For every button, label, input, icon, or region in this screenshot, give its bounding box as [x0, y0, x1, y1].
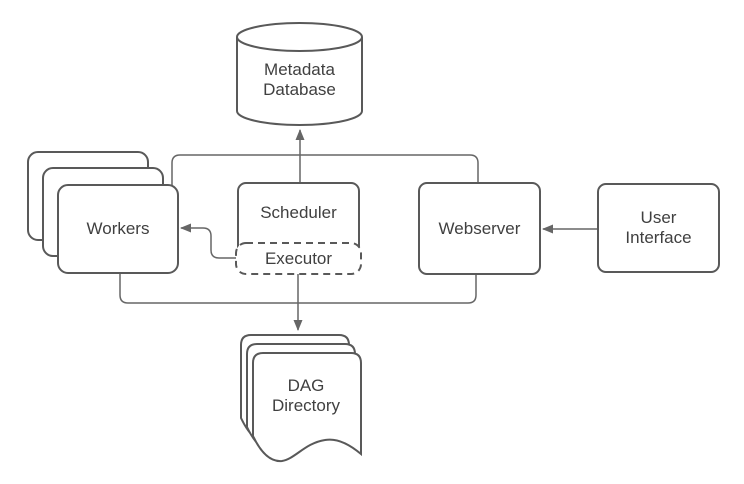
workers-stack	[27, 151, 179, 274]
webserver-label: Webserver	[438, 218, 521, 238]
executor-label: Executor	[264, 248, 333, 268]
arrow-executor-to-workers	[180, 223, 238, 259]
cylinder-rim	[236, 36, 363, 52]
webserver-box	[418, 182, 541, 275]
edge-bus-top	[171, 154, 479, 185]
scheduler-label: Scheduler	[260, 203, 337, 222]
user-interface-label: User Interface	[625, 208, 692, 247]
dag-directory-label: DAG Directory	[271, 375, 340, 415]
user-interface-box	[597, 183, 720, 273]
metadata-database-label: Metadata Database	[263, 60, 336, 99]
workers-box-front	[57, 184, 179, 274]
dag-document-front	[252, 352, 362, 463]
executor-box	[235, 242, 362, 275]
dag-directory-stack	[240, 334, 362, 463]
workers-label: Workers	[86, 219, 150, 238]
metadata-database-cylinder	[236, 22, 363, 126]
